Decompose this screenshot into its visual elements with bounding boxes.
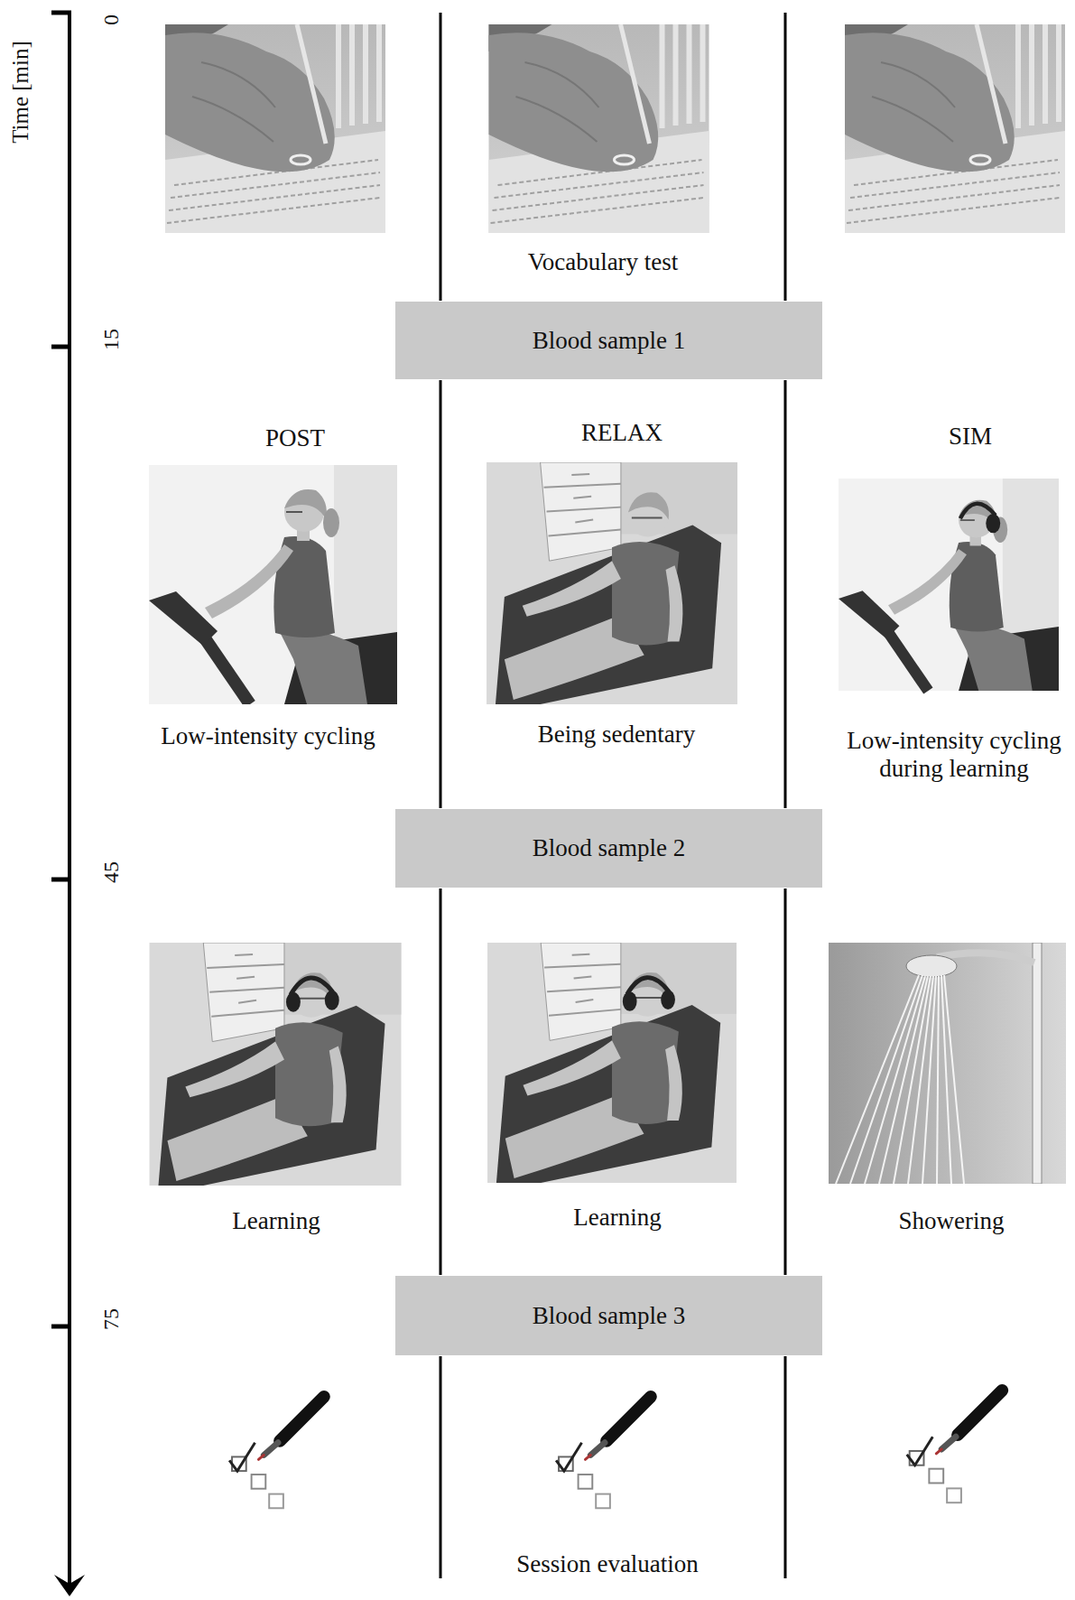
band-label: Blood sample 1 (532, 326, 686, 355)
blood-sample-band: Blood sample 3 (395, 1275, 823, 1355)
blood-sample-band: Blood sample 1 (395, 301, 823, 380)
headphones (286, 977, 340, 1012)
checklist-icon (902, 1380, 1010, 1515)
caption: Showering (898, 1206, 1005, 1235)
cycling-photo (838, 478, 1059, 691)
band-label: Blood sample 2 (532, 834, 686, 862)
caption: Low-intensity cycling during learning (841, 726, 1067, 783)
tick-label: 75 (99, 1307, 125, 1330)
condition-header: RELAX (581, 418, 663, 447)
shower-photo (828, 942, 1066, 1184)
sedentary-photo (486, 462, 738, 705)
learning-photo (487, 942, 737, 1183)
checklist-icon (551, 1387, 658, 1520)
band-label: Blood sample 3 (532, 1301, 686, 1330)
tick-label: 0 (99, 14, 125, 26)
caption: Vocabulary test (528, 248, 679, 277)
cycling-photo (148, 464, 398, 705)
caption: Session evaluation (516, 1549, 699, 1578)
condition-header: SIM (948, 422, 992, 451)
writing-photo (489, 24, 710, 233)
caption: Learning (231, 1206, 320, 1235)
headphones (622, 977, 676, 1011)
axis-title: Time [min] (8, 40, 35, 144)
headphones (960, 503, 1001, 533)
condition-header: POST (265, 424, 325, 453)
caption: Learning (573, 1203, 661, 1232)
writing-photo (844, 24, 1066, 233)
caption: Being sedentary (537, 720, 696, 749)
blood-sample-band: Blood sample 2 (395, 808, 823, 888)
learning-photo (149, 942, 402, 1186)
writing-photo (165, 24, 386, 233)
checklist-icon (224, 1387, 332, 1520)
tick-label: 15 (99, 328, 125, 351)
tick-label: 45 (99, 861, 125, 883)
time-axis (51, 12, 85, 1596)
caption: Low-intensity cycling (160, 722, 376, 751)
